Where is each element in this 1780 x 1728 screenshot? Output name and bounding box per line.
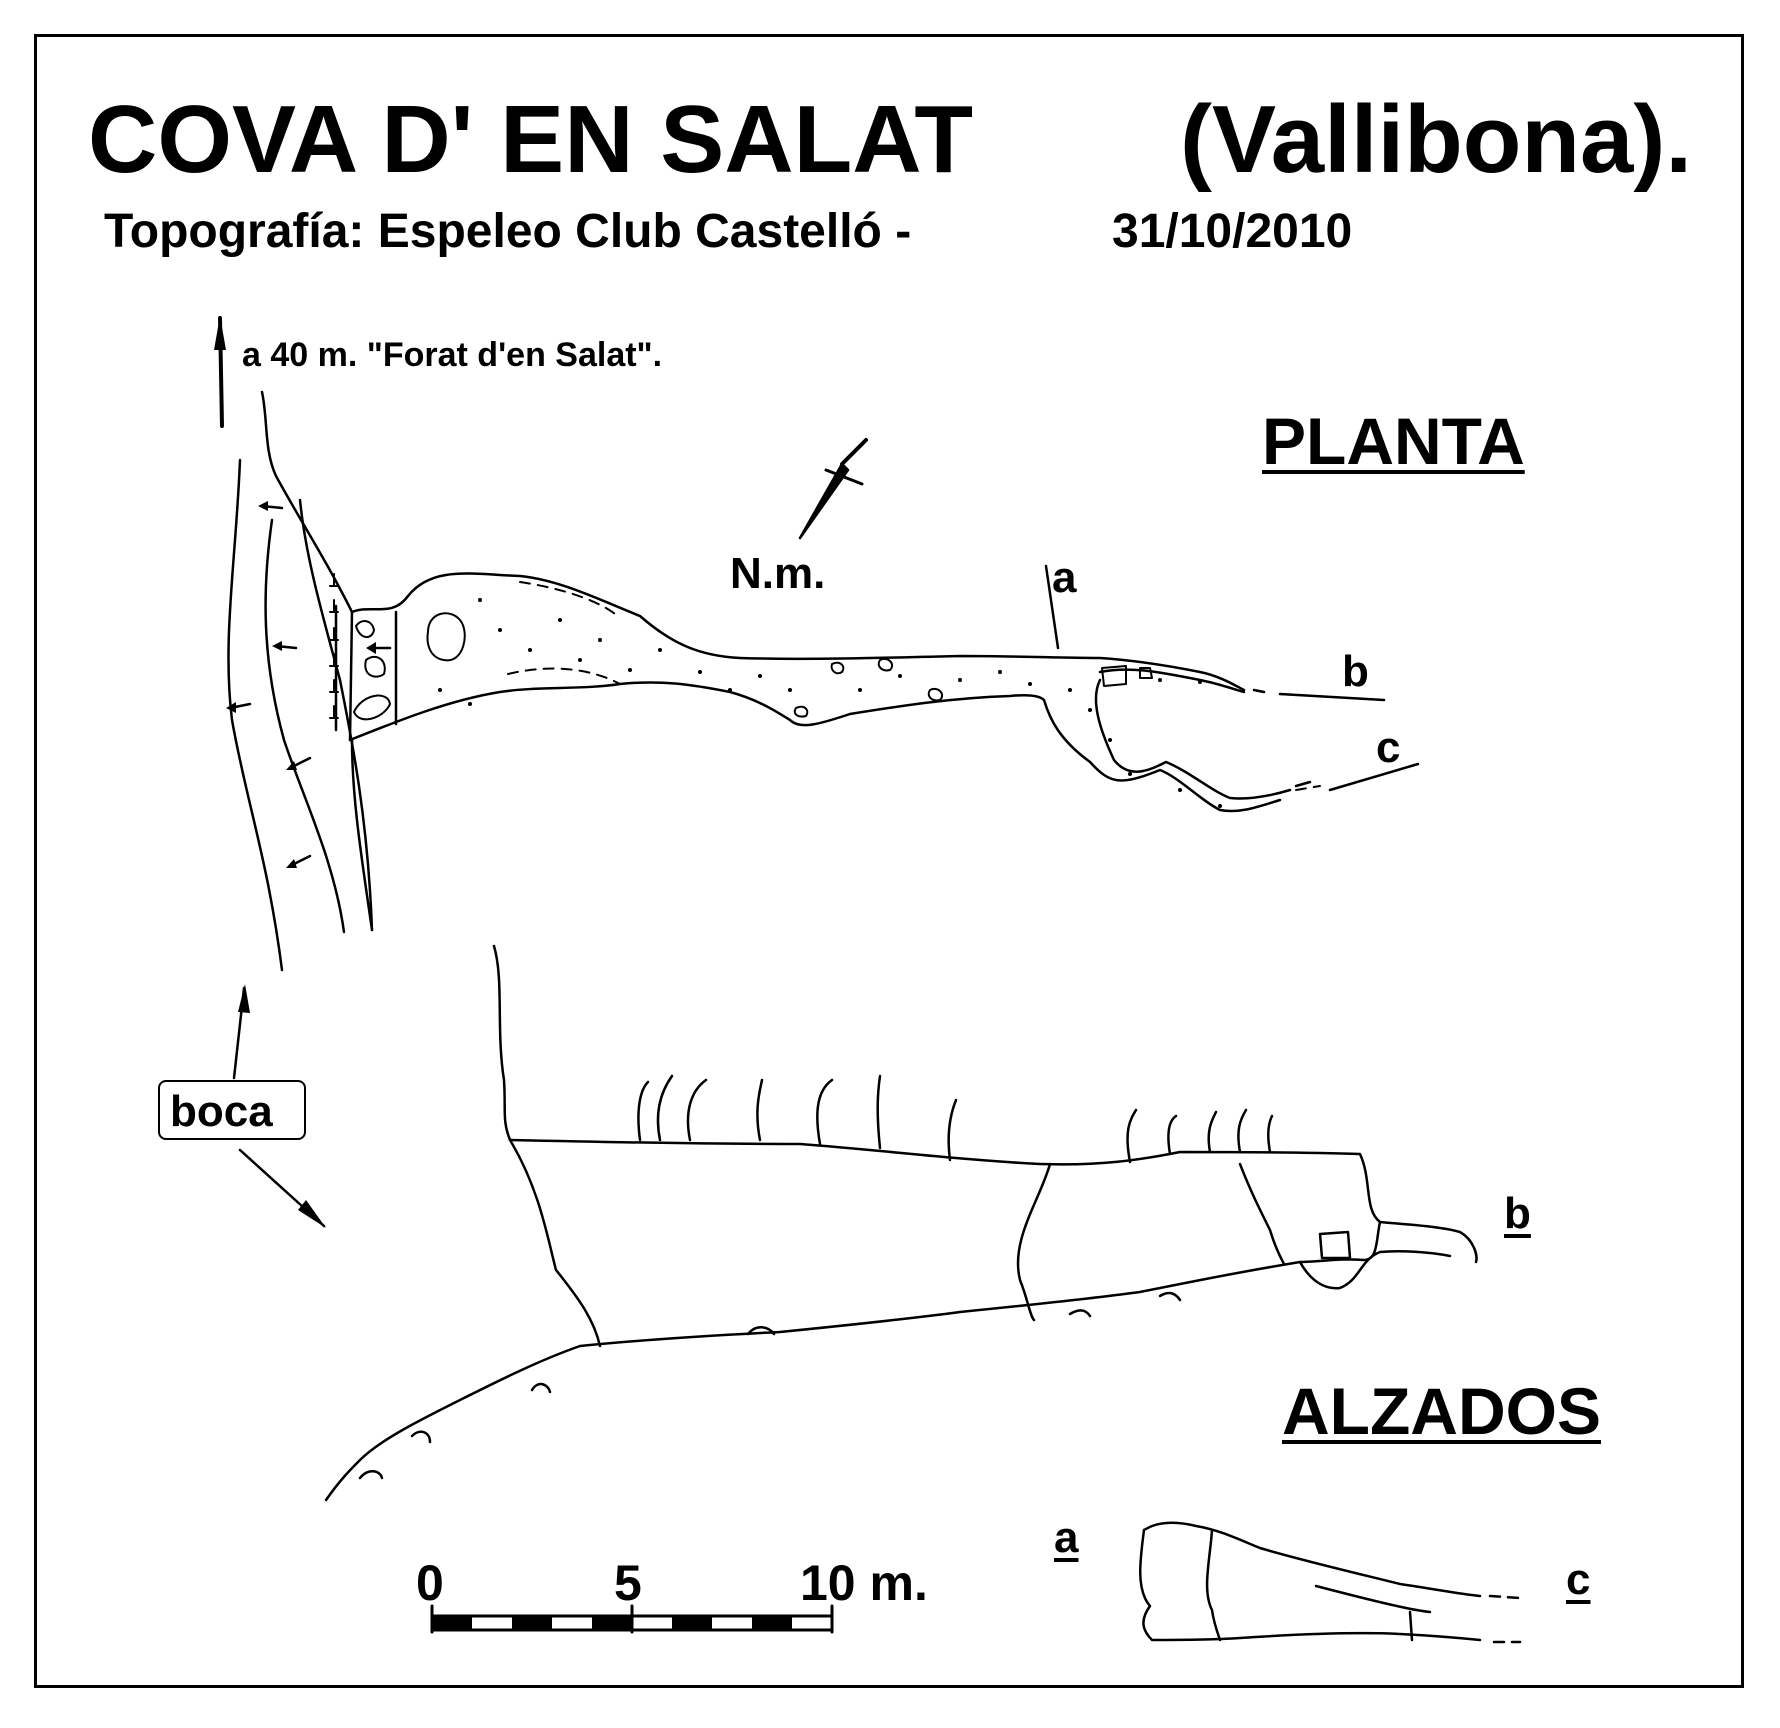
scale-label-0: 0 — [416, 1555, 444, 1611]
cross-section-ac — [1139, 1521, 1522, 1644]
boulder-icons — [353, 612, 1153, 721]
ravine-ticks — [329, 573, 339, 719]
survey-date: 31/10/2010 — [1112, 205, 1353, 258]
north-label: N.m. — [730, 549, 826, 598]
section-label-a-cross: a — [1054, 1513, 1079, 1562]
scale-label-5: 5 — [614, 1555, 642, 1611]
section-label-b-plan: b — [1342, 647, 1369, 696]
entrance-label-box — [158, 1080, 306, 1140]
map-location: (Vallibona). — [1180, 86, 1693, 193]
section-label-b-elevation: b — [1504, 1189, 1531, 1238]
plan-view-title: PLANTA — [1262, 404, 1525, 478]
section-label-c-plan: c — [1376, 723, 1401, 772]
up-arrow-icon — [214, 316, 226, 428]
section-label-a-plan: a — [1052, 553, 1077, 602]
flow-arrow-icons — [226, 501, 392, 868]
section-label-c-cross: c — [1566, 1555, 1591, 1604]
elevation-view-title: ALZADOS — [1282, 1374, 1601, 1448]
north-arrow-icon — [798, 438, 868, 540]
plan-dashed-lines — [507, 581, 1385, 791]
entrance-arrow-icons — [232, 984, 326, 1228]
direction-note: a 40 m. "Forat d'en Salat". — [242, 336, 663, 374]
scale-label-10: 10 m. — [800, 1555, 928, 1611]
ravine-lines — [227, 390, 374, 972]
section-lines — [1044, 564, 1420, 792]
map-title: COVA D' EN SALAT — [88, 86, 974, 193]
sediment-dots — [438, 598, 1222, 808]
elevation-profile — [324, 944, 1478, 1502]
map-frame — [34, 34, 1744, 1688]
scale-bar — [430, 1604, 834, 1634]
plan-outline — [334, 572, 1312, 813]
entrance-label: boca — [170, 1087, 273, 1136]
survey-credit: Topografía: Espeleo Club Castelló - — [104, 205, 912, 258]
